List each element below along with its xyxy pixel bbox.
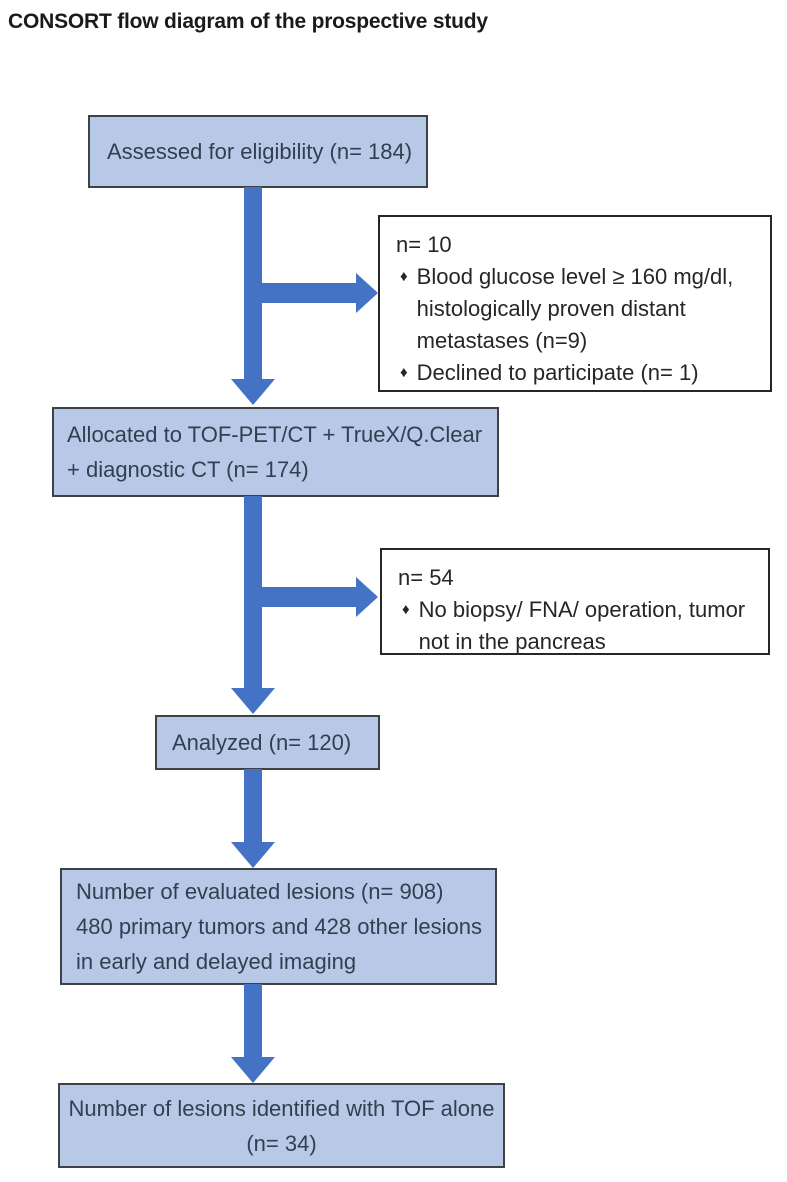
arrow-down-1-head bbox=[231, 379, 275, 405]
flow-box-lesions: Number of evaluated lesions (n= 908) 480… bbox=[60, 868, 497, 985]
arrow-down-3-shaft bbox=[244, 769, 262, 844]
excluded-1-n-label: n= 10 bbox=[396, 232, 452, 257]
flow-box-analyzed: Analyzed (n= 120) bbox=[155, 715, 380, 770]
flow-box-allocated-line-1: Allocated to TOF-PET/CT + TrueX/Q.Clear bbox=[67, 422, 483, 447]
diamond-bullet-icon: ♦ bbox=[400, 364, 408, 381]
flow-box-lesions-line-3: in early and delayed imaging bbox=[76, 949, 357, 974]
flow-box-allocated: Allocated to TOF-PET/CT + TrueX/Q.Clear … bbox=[52, 407, 499, 497]
flow-box-excluded-2: n= 54 ♦ No biopsy/ FNA/ operation, tumor… bbox=[380, 548, 770, 655]
diamond-bullet-icon: ♦ bbox=[400, 268, 408, 285]
diagram-title: CONSORT flow diagram of the prospective … bbox=[8, 10, 488, 33]
arrow-down-1-shaft bbox=[244, 187, 262, 381]
arrow-down-4-shaft bbox=[244, 984, 262, 1059]
flow-box-lesions-line-2: 480 primary tumors and 428 other lesions bbox=[76, 914, 482, 939]
excluded-2-bullet-1: ♦ No biopsy/ FNA/ operation, tumor not i… bbox=[398, 594, 762, 658]
arrow-down-2-head bbox=[231, 688, 275, 714]
excluded-2-bullet-1-text: No biopsy/ FNA/ operation, tumor not in … bbox=[418, 597, 746, 654]
flow-box-tof-alone-line-2: (n= 34) bbox=[246, 1130, 317, 1156]
excluded-1-bullet-2-text: Declined to participate (n= 1) bbox=[416, 360, 699, 385]
flow-box-allocated-line-2: + diagnostic CT (n= 174) bbox=[67, 457, 309, 482]
excluded-1-bullet-2: ♦ Declined to participate (n= 1) bbox=[396, 357, 764, 389]
flow-box-assessed-label: Assessed for eligibility (n= 184) bbox=[107, 139, 413, 164]
arrow-branch-2-head bbox=[356, 577, 378, 617]
arrow-branch-2-shaft bbox=[260, 587, 356, 607]
excluded-1-bullet-1-text: Blood glucose level ≥ 160 mg/dl, histolo… bbox=[416, 264, 734, 353]
arrow-down-4-head bbox=[231, 1057, 275, 1083]
diamond-bullet-icon: ♦ bbox=[402, 601, 410, 618]
flow-box-tof-alone: Number of lesions identified with TOF al… bbox=[58, 1083, 505, 1168]
flow-box-tof-alone-line-1: Number of lesions identified with TOF al… bbox=[68, 1095, 495, 1121]
excluded-1-bullet-1: ♦ Blood glucose level ≥ 160 mg/dl, histo… bbox=[396, 261, 764, 357]
arrow-down-3-head bbox=[231, 842, 275, 868]
arrow-down-2-shaft bbox=[244, 496, 262, 690]
flow-box-assessed: Assessed for eligibility (n= 184) bbox=[88, 115, 428, 188]
arrow-branch-1-shaft bbox=[260, 283, 356, 303]
flow-box-lesions-line-1: Number of evaluated lesions (n= 908) bbox=[76, 879, 444, 904]
arrow-branch-1-head bbox=[356, 273, 378, 313]
flow-box-analyzed-label: Analyzed (n= 120) bbox=[172, 730, 352, 755]
excluded-2-n-label: n= 54 bbox=[398, 565, 454, 590]
flow-box-excluded-1: n= 10 ♦ Blood glucose level ≥ 160 mg/dl,… bbox=[378, 215, 772, 392]
